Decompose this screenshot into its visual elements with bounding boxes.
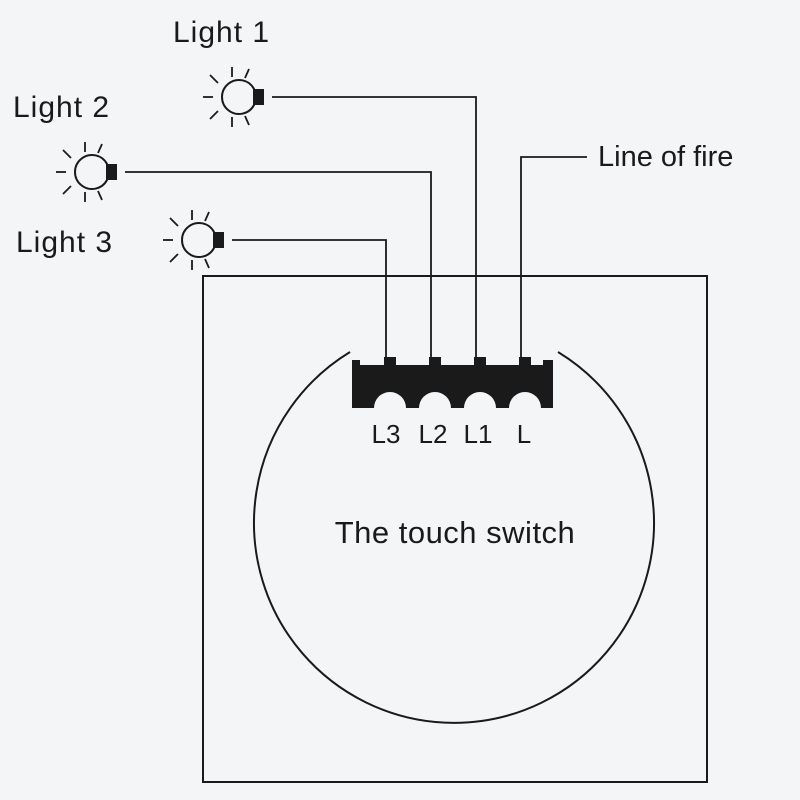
terminal-block [352,357,553,408]
wire-light-2 [125,171,432,368]
wire-light-3 [232,239,387,368]
switch-plate [202,275,708,783]
wire-light-1 [272,96,477,368]
terminal-label-l3: L3 [372,419,401,449]
light-1-label: Light 1 [173,16,270,49]
switch-label: The touch switch [335,515,576,550]
wires [125,96,587,368]
light-2-label: Light 2 [13,91,110,124]
wire-line-of-fire [520,156,587,368]
line-of-fire-label: Line of fire [598,141,733,173]
terminal-label-l1: L1 [464,419,493,449]
light-3-label: Light 3 [16,226,113,259]
light-bulb-icon [163,210,224,270]
light-bulb-icon [203,67,264,127]
light-bulb-icon [56,142,117,202]
switch-body-outline [253,351,655,724]
terminal-label-l2: L2 [419,419,448,449]
terminal-label-l: L [517,419,531,449]
